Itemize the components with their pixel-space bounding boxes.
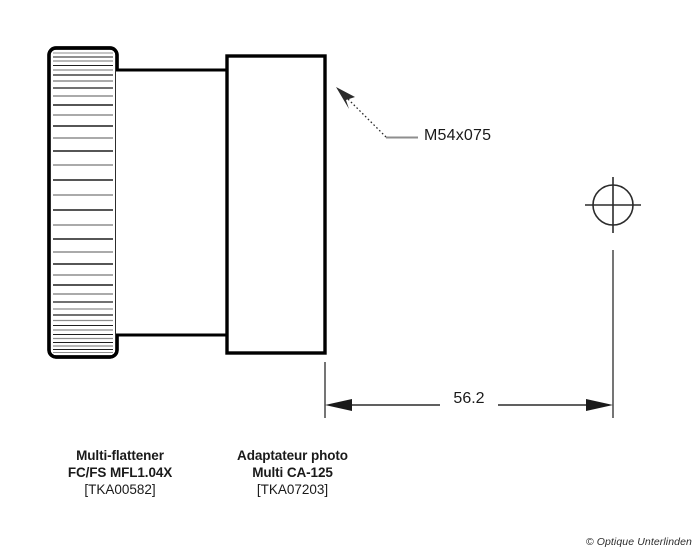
- thread-leader-diagonal: [343, 94, 387, 138]
- caption-photo-adapter-line2: Multi CA-125: [252, 465, 333, 480]
- caption-multi-flattener-line1: Multi-flattener: [76, 448, 164, 463]
- dimension-arrowhead-left: [325, 399, 352, 411]
- thread-callout-group: [336, 87, 418, 139]
- caption-multi-flattener-line2: FC/FS MFL1.04X: [67, 465, 173, 480]
- caption-multi-flattener-code: [TKA00582]: [84, 482, 156, 497]
- adapter-body-outline: [225, 54, 327, 355]
- thread-leader-arrowhead: [336, 87, 355, 109]
- caption-multi-flattener: Multi-flattener FC/FS MFL1.04X [TKA00582…: [35, 447, 205, 499]
- knurled-ring-body: [47, 46, 119, 359]
- thread-spec-label: M54x075: [424, 127, 492, 144]
- caption-photo-adapter: Adaptateur photo Multi CA-125 [TKA07203]: [205, 447, 380, 499]
- knurled-ring-group: [47, 46, 119, 359]
- dimension-56-group: [324, 250, 614, 418]
- middle-barrel-outline: [116, 68, 231, 337]
- crosshair-marker-group: [585, 177, 641, 233]
- caption-photo-adapter-line1: Adaptateur photo: [237, 448, 348, 463]
- caption-photo-adapter-code: [TKA07203]: [256, 482, 329, 497]
- copyright-notice: © Optique Unterlinden: [585, 536, 692, 548]
- dimension-arrowhead-right: [586, 399, 613, 411]
- knurl-striations: [53, 52, 113, 354]
- adapter-body-group: [225, 54, 327, 355]
- dimension-value-label: 56.2: [453, 390, 485, 407]
- middle-barrel-group: [116, 68, 231, 337]
